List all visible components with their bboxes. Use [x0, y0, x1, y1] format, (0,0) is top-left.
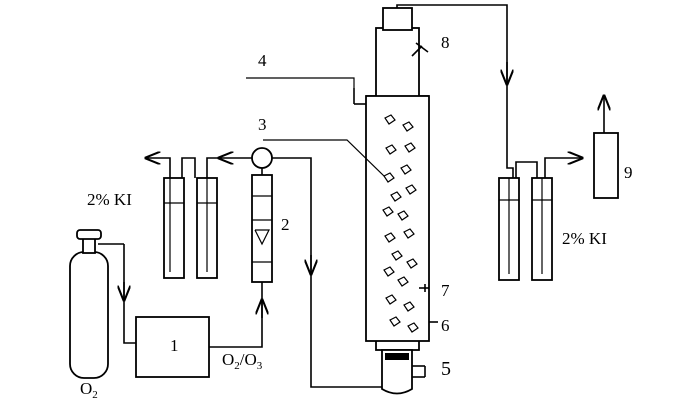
ki-trap-left-b [196, 177, 218, 279]
three-way-valve [251, 147, 273, 169]
ki-trap-right-a [498, 177, 520, 281]
label-6: 6 [441, 316, 450, 335]
ki-trap-right-b [531, 177, 553, 281]
label-9: 9 [624, 163, 633, 182]
offgas-line [396, 4, 514, 178]
leader-3 [263, 139, 385, 177]
leader-4 [246, 77, 355, 88]
flowmeter [251, 168, 273, 283]
label-1: 1 [170, 336, 179, 355]
reactor-column [353, 7, 438, 395]
oxygen-cylinder [69, 229, 124, 379]
label-2: 2 [281, 215, 290, 234]
analyzer-box [593, 132, 619, 199]
label-ki-left: 2% KI [87, 190, 132, 209]
ozone-line [209, 282, 263, 348]
ki-trap-left-a [163, 177, 185, 279]
label-5: 5 [441, 358, 451, 380]
label-7: 7 [441, 281, 450, 300]
oxygen-line [123, 244, 136, 344]
label-4: 4 [258, 51, 267, 70]
label-3: 3 [258, 115, 267, 134]
packing-particles [382, 114, 419, 333]
label-o2-o3: O2/O3 [222, 350, 263, 372]
label-o2: O2 [80, 379, 98, 401]
label-ki-right: 2% KI [562, 229, 607, 248]
label-8: 8 [441, 33, 450, 52]
